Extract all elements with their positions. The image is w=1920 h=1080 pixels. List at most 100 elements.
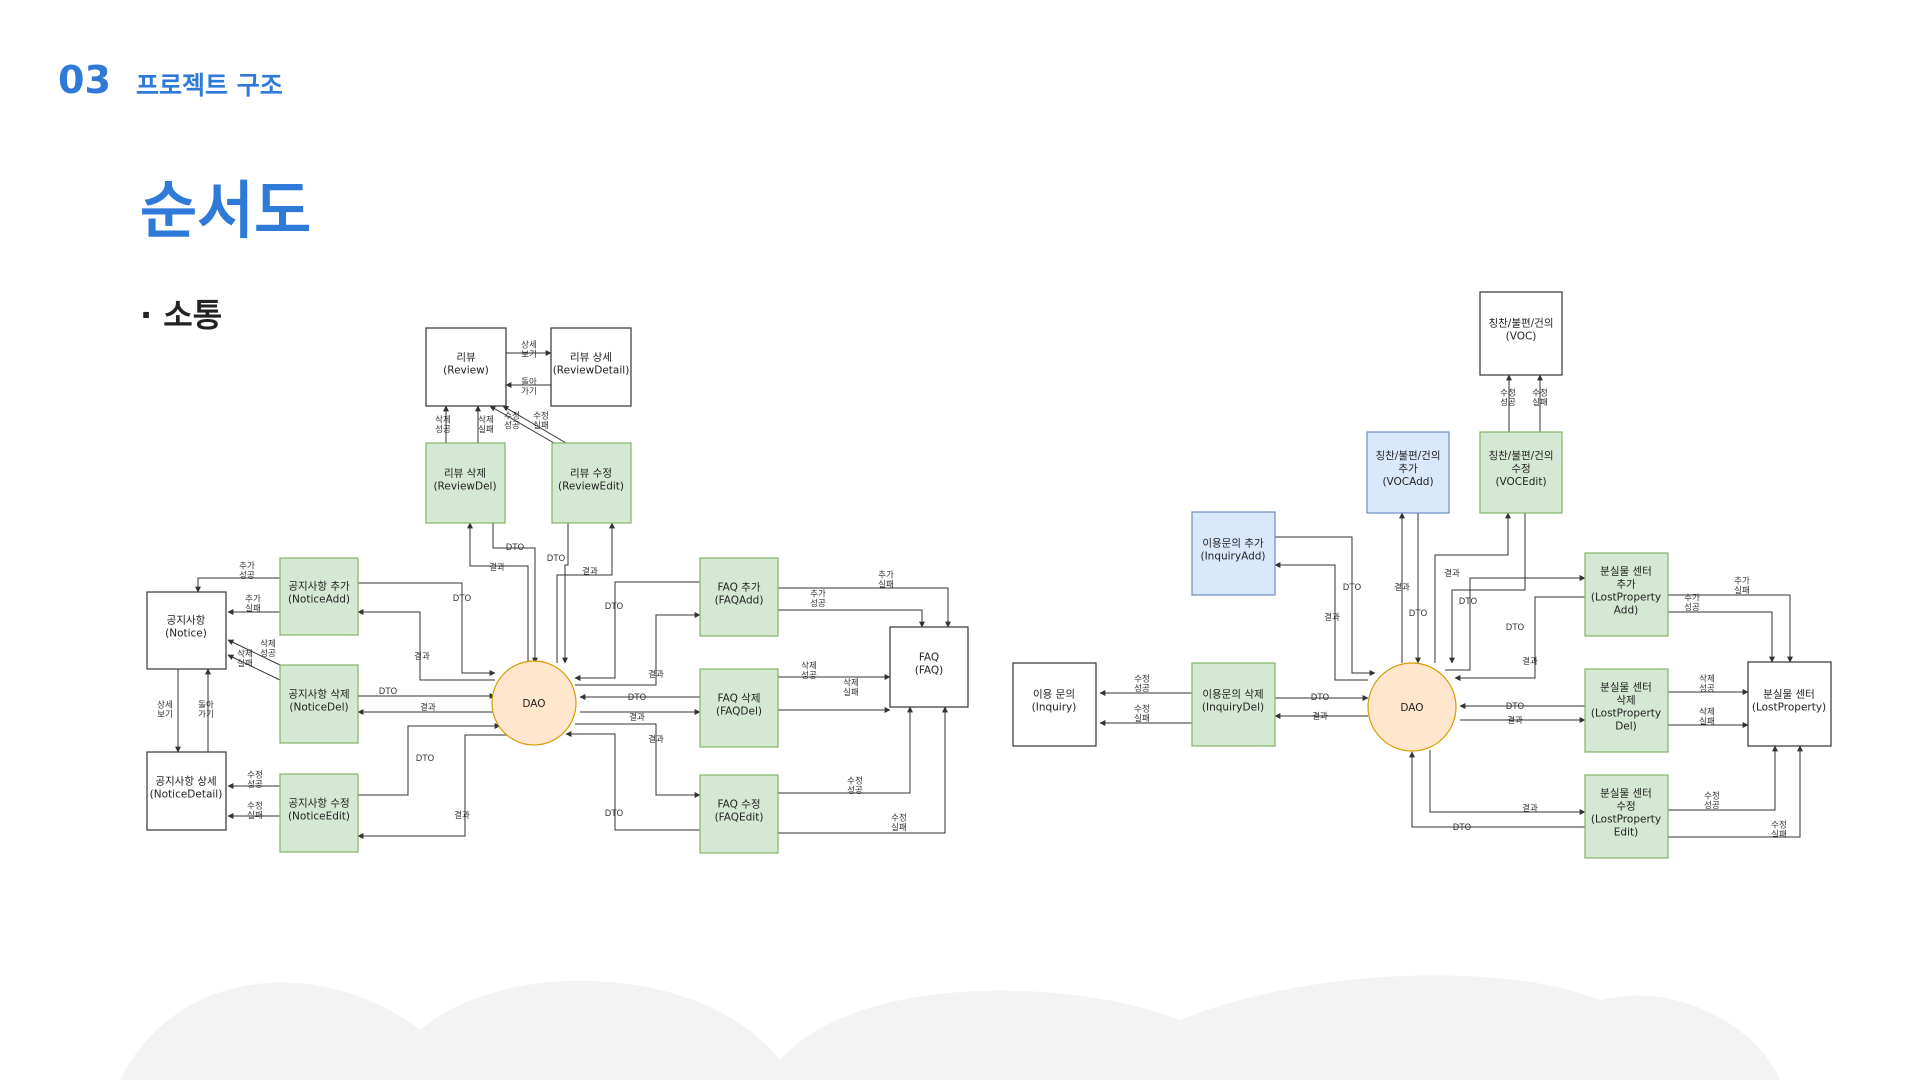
edge-label: 결과 <box>629 712 645 723</box>
edge-label: 결과 <box>1522 656 1538 667</box>
subtitle: · 소통 <box>140 296 223 334</box>
node-notice-detail: 공지사항 상세(NoticeDetail) <box>150 776 223 801</box>
notice-detail-box: 공지사항 상세(NoticeDetail) <box>146 751 227 831</box>
edge-label: 결과 <box>420 702 436 713</box>
edge-label: 결과 <box>414 651 430 662</box>
edge-label: DTO <box>605 602 624 612</box>
review-edit-box: 리뷰 수정(ReviewEdit) <box>551 442 632 524</box>
dao-left-circle: DAO <box>491 660 577 746</box>
edge-label: DTO <box>1506 702 1525 712</box>
node-inquiry-add: 이용문의 추가(InquiryAdd) <box>1200 538 1265 563</box>
edge-label: DTO <box>1453 823 1472 833</box>
faq-del-box: FAQ 삭제(FAQDel) <box>699 668 779 748</box>
left-diagram-nodes: 리뷰(Review) 리뷰 상세(ReviewDetail) 리뷰 삭제(Rev… <box>146 327 969 854</box>
edge-label: 결과 <box>1507 715 1523 726</box>
edge-label: 결과 <box>648 734 664 745</box>
node-notice-del: 공지사항 삭제(NoticeDel) <box>288 689 349 714</box>
edge-label: DTO <box>1311 693 1330 703</box>
faq-edit-box: FAQ 수정(FAQEdit) <box>699 774 779 854</box>
edge-label: 결과 <box>1312 711 1328 722</box>
edge-label: 결과 <box>1324 612 1340 623</box>
node-review-edit: 리뷰 수정(ReviewEdit) <box>558 468 624 493</box>
node-faq-del: FAQ 삭제(FAQDel) <box>716 693 762 718</box>
node-lost: 분실물 센터(LostProperty) <box>1752 689 1826 714</box>
right-diagram-edges <box>1099 374 1803 838</box>
background-waves <box>120 975 1780 1080</box>
inquiry-del-box: 이용문의 삭제(InquiryDel) <box>1191 662 1276 747</box>
edge-label: DTO <box>605 809 624 819</box>
dao-right-circle: DAO <box>1367 662 1457 752</box>
edge-label: DTO <box>1459 597 1478 607</box>
node-voc: 칭찬/불편/건의(VOC) <box>1488 317 1553 343</box>
edge-label: DTO <box>453 594 472 604</box>
review-box: 리뷰(Review) <box>425 327 507 407</box>
page-title: 순서도 <box>140 174 312 247</box>
edge-label: DTO <box>506 543 525 553</box>
edge-label: 결과 <box>489 562 505 573</box>
edge-label: DTO <box>628 693 647 703</box>
edge-label: 결과 <box>1394 582 1410 593</box>
edge-label: 결과 <box>1444 568 1460 579</box>
lost-box: 분실물 센터(LostProperty) <box>1747 661 1832 747</box>
node-review-del: 리뷰 삭제(ReviewDel) <box>433 468 496 493</box>
review-detail-box: 리뷰 상세(ReviewDetail) <box>550 327 632 407</box>
faq-box: FAQ(FAQ) <box>889 626 969 708</box>
notice-add-box: 공지사항 추가(NoticeAdd) <box>279 557 359 636</box>
edge-label: DTO <box>379 687 398 697</box>
edge-label: 결과 <box>454 810 470 821</box>
node-notice-edit: 공지사항 수정(NoticeEdit) <box>288 798 350 823</box>
edge-label: DTO <box>416 754 435 764</box>
node-inquiry-del: 이용문의 삭제(InquiryDel) <box>1202 689 1264 714</box>
node-notice: 공지사항(Notice) <box>165 615 207 640</box>
voc-box: 칭찬/불편/건의(VOC) <box>1479 291 1563 376</box>
notice-box: 공지사항(Notice) <box>146 591 227 670</box>
node-faq: FAQ(FAQ) <box>915 652 944 677</box>
section-title: 프로젝트 구조 <box>136 71 283 100</box>
node-inquiry: 이용 문의(Inquiry) <box>1032 689 1077 714</box>
node-dao-right: DAO <box>1400 702 1423 714</box>
edge-label: DTO <box>547 554 566 564</box>
notice-del-box: 공지사항 삭제(NoticeDel) <box>279 664 359 744</box>
edge-label: 결과 <box>648 669 664 680</box>
section-number: 03 <box>58 58 111 102</box>
